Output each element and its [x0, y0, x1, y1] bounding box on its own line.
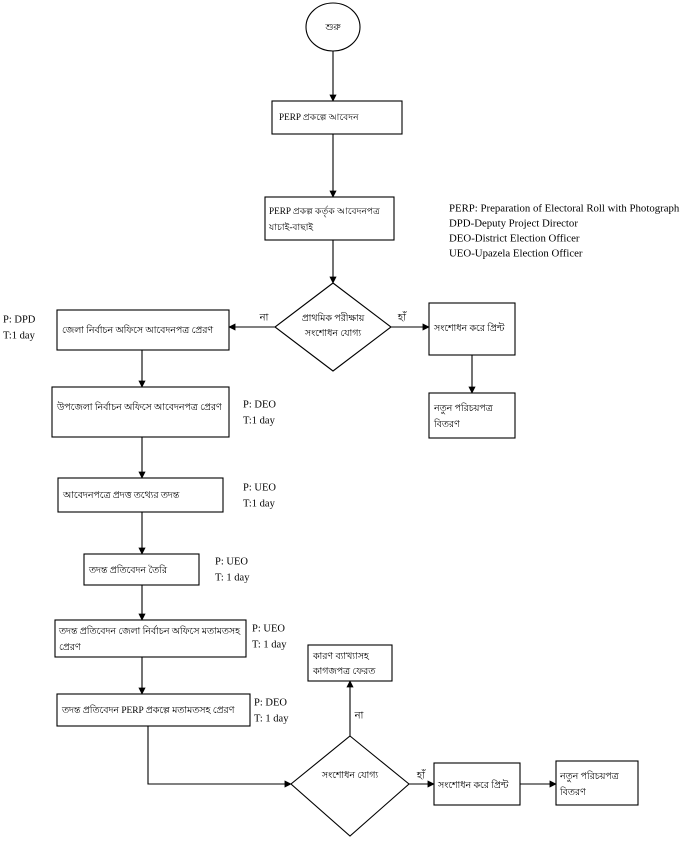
distribute-2-label-line2: বিতরণ: [559, 787, 586, 798]
annotation-deo-2-line1: P: DEO: [254, 697, 287, 708]
node-send-report-perp[interactable]: তদন্ত প্রতিবেদন PERP প্রকল্পে মতামতসহ প্…: [56, 693, 251, 727]
correct-print-1-label: সংশোধন করে প্রিন্ট: [433, 323, 505, 334]
send-upazila-box[interactable]: [51, 386, 230, 438]
start-oval[interactable]: [305, 2, 361, 52]
send-report-district-label-line1: তদন্ত প্রতিবেদন জেলা নির্বাচন অফিসে মতাম…: [58, 626, 241, 637]
legend-line-3: DEO-District Election Officer: [449, 232, 580, 244]
annotation-deo-2-line2: T: 1 day: [254, 713, 289, 724]
investigate-label: আবেদনপত্রে প্রদত্ত তথ্যের তদন্ত: [62, 491, 180, 501]
node-apply[interactable]: PERP প্রকল্পে আবেদন: [271, 100, 403, 135]
annotation-ueo-1-line2: T:1 day: [243, 498, 276, 509]
send-upazila-label: উপজেলা নির্বাচন অফিসে আবেদনপত্র প্রেরণ: [56, 401, 222, 413]
node-send-district[interactable]: জেলা নির্বাচন অফিসে আবেদনপত্র প্রেরণ: [56, 309, 230, 351]
annotation-ueo-3-line1: P: UEO: [252, 623, 285, 634]
node-start[interactable]: শুরু: [305, 2, 361, 52]
send-report-district-box[interactable]: [54, 619, 247, 658]
node-send-report-district[interactable]: তদন্ত প্রতিবেদন জেলা নির্বাচন অফিসে মতাম…: [54, 619, 247, 658]
node-distribute-2[interactable]: নতুন পরিচয়পত্র বিতরণ: [555, 760, 639, 806]
send-district-box[interactable]: [56, 309, 230, 351]
annotation-ueo-1-line1: P: UEO: [243, 482, 276, 493]
decision1-label-line1: প্রাথমিক পরীক্ষায়: [302, 312, 365, 324]
correct-print-2-box[interactable]: [433, 762, 521, 806]
correct-print-1-box[interactable]: [428, 302, 516, 356]
distribute-1-label-line1: নতুন পরিচয়পত্র: [433, 403, 493, 414]
decision2-diamond[interactable]: [290, 735, 410, 837]
node-decision1[interactable]: প্রাথমিক পরীক্ষায় সংশোধন যোগ্য: [274, 282, 392, 372]
make-report-label: তদন্ত প্রতিবেদন তৈরি: [88, 565, 168, 576]
decision1-diamond[interactable]: [274, 282, 392, 372]
apply-box[interactable]: [271, 100, 403, 135]
distribute-2-box[interactable]: [555, 760, 639, 806]
return-docs-label-line1: কারণ ব্যাখ্যাসহ: [312, 652, 370, 662]
verify-label-line1: PERP প্রকল্প কর্তৃক আবেদনপত্র: [269, 206, 380, 217]
node-correct-print-2[interactable]: সংশোধন করে প্রিন্ট: [433, 762, 521, 806]
node-return-docs[interactable]: কারণ ব্যাখ্যাসহ কাগজপত্র ফেরত: [307, 644, 393, 682]
legend-line-4: UEO-Upazela Election Officer: [449, 247, 583, 259]
connectors: [138, 51, 557, 788]
annotation-ueo-3-line2: T: 1 day: [252, 639, 287, 650]
node-make-report[interactable]: তদন্ত প্রতিবেদন তৈরি: [83, 553, 200, 586]
send-report-perp-label: তদন্ত প্রতিবেদন PERP প্রকল্পে মতামতসহ প্…: [61, 705, 235, 716]
annotation-ueo-2-line2: T: 1 day: [215, 572, 250, 583]
node-decision2[interactable]: সংশোধন যোগ্য: [290, 735, 410, 837]
return-docs-box[interactable]: [307, 644, 393, 682]
node-verify[interactable]: PERP প্রকল্প কর্তৃক আবেদনপত্র যাচাই-বাছা…: [264, 196, 395, 241]
legend-line-2: DPD-Deputy Project Director: [449, 217, 578, 229]
legend-line-1: PERP: Preparation of Electoral Roll with…: [449, 202, 680, 214]
node-distribute-1[interactable]: নতুন পরিচয়পত্র বিতরণ: [428, 392, 516, 439]
start-label: শুরু: [324, 23, 341, 33]
annotation-ueo-2-line1: P: UEO: [215, 556, 248, 567]
verify-label-line2: যাচাই-বাছাই: [268, 222, 313, 232]
distribute-1-box[interactable]: [428, 392, 516, 439]
send-report-perp-box[interactable]: [56, 693, 251, 727]
distribute-2-label-line1: নতুন পরিচয়পত্র: [559, 771, 619, 782]
annotation-dpd-line1: P: DPD: [3, 314, 36, 325]
edge-label-yes-1: হাঁ: [397, 310, 407, 323]
annotation-deo-1: P: DEO T:1 day: [243, 399, 276, 426]
apply-label: PERP প্রকল্পে আবেদন: [279, 112, 359, 122]
correct-print-2-label: সংশোধন করে প্রিন্ট: [437, 780, 509, 791]
annotation-dpd-line2: T:1 day: [3, 330, 36, 341]
node-correct-print-1[interactable]: সংশোধন করে প্রিন্ট: [428, 302, 516, 356]
annotation-ueo-3: P: UEO T: 1 day: [252, 623, 287, 650]
distribute-1-label-line2: বিতরণ: [433, 419, 460, 430]
annotation-deo-1-line1: P: DEO: [243, 399, 276, 410]
send-district-label: জেলা নির্বাচন অফিসে আবেদনপত্র প্রেরণ: [62, 325, 213, 336]
decision1-label-line2: সংশোধন যোগ্য: [304, 329, 362, 339]
investigate-box[interactable]: [57, 477, 224, 513]
verify-box[interactable]: [264, 196, 395, 241]
make-report-box[interactable]: [83, 553, 200, 586]
annotation-ueo-1: P: UEO T:1 day: [243, 482, 276, 509]
edge-sendreportperp-to-decision2: [147, 726, 292, 788]
decision2-label: সংশোধন যোগ্য: [321, 771, 379, 781]
return-docs-label-line2: কাগজপত্র ফেরত: [312, 667, 375, 677]
annotation-deo-1-line2: T:1 day: [243, 415, 276, 426]
edge-label-yes-2: হাঁ: [416, 768, 426, 781]
node-send-upazila[interactable]: উপজেলা নির্বাচন অফিসে আবেদনপত্র প্রেরণ: [51, 386, 230, 438]
annotation-ueo-2: P: UEO T: 1 day: [215, 556, 250, 583]
edge-label-no-1: না: [259, 312, 270, 323]
annotation-deo-2: P: DEO T: 1 day: [254, 697, 289, 724]
send-report-district-label-line2: প্রেরণ: [59, 643, 81, 653]
edge-label-no-2: না: [354, 710, 365, 721]
annotation-dpd: P: DPD T:1 day: [3, 314, 36, 341]
legend: PERP: Preparation of Electoral Roll with…: [449, 202, 680, 259]
node-investigate[interactable]: আবেদনপত্রে প্রদত্ত তথ্যের তদন্ত: [57, 477, 224, 513]
